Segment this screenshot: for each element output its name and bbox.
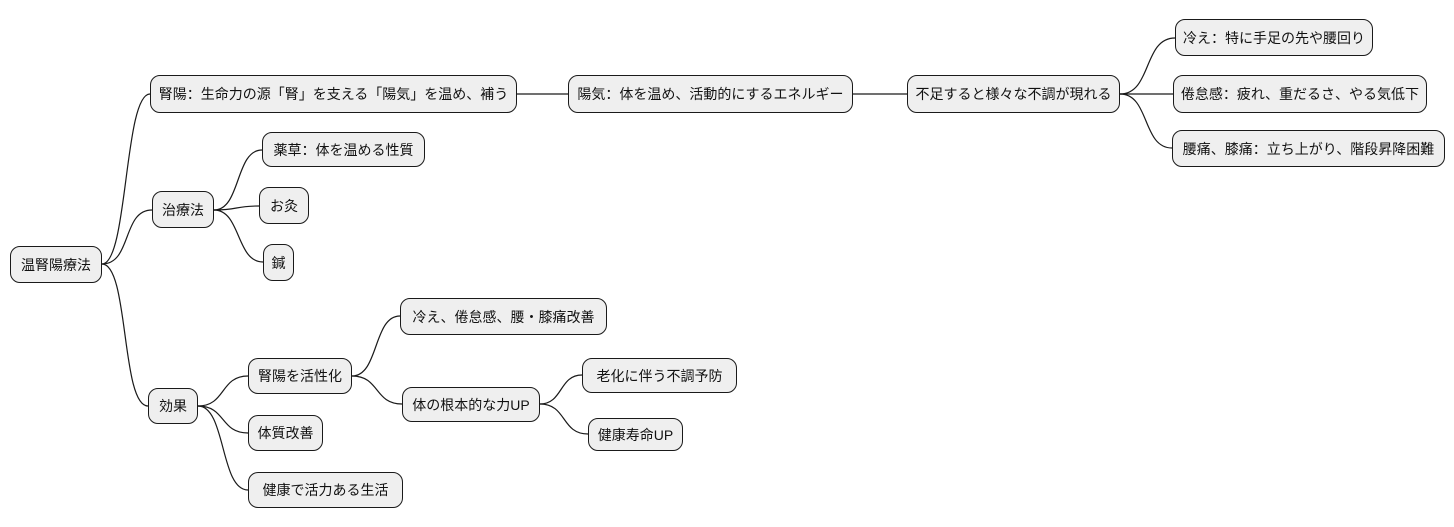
node-moxibustion[interactable]: お灸 [259,187,309,224]
node-effects[interactable]: 効果 [148,388,198,424]
connector-root-effects [101,263,149,407]
connector-treatment-acupuncture [213,209,264,263]
node-yang-energy[interactable]: 陽気：体を温め、活動的にするエネルギー [568,75,853,113]
node-fundamental-power[interactable]: 体の根本的な力UP [402,387,540,422]
connector-effects-activate [197,375,249,407]
connector-activate-fundamental [351,375,403,405]
connector-effects-healthy-life [197,405,249,491]
node-activate-kidney-yang[interactable]: 腎陽を活性化 [248,358,352,394]
node-deficiency[interactable]: 不足すると様々な不調が現れる [907,75,1120,113]
connector-root-definition [101,93,151,265]
node-symptom-improvement[interactable]: 冷え、倦怠感、腰・膝痛改善 [400,298,607,335]
connector-treatment-moxibustion [213,205,260,211]
connector-deficiency-cold [1119,37,1176,95]
node-treatment[interactable]: 治療法 [152,191,214,228]
node-symptom-pain[interactable]: 腰痛、膝痛：立ち上がり、階段昇降困難 [1172,130,1445,167]
node-aging-prevention[interactable]: 老化に伴う不調予防 [582,358,737,393]
node-healthy-lifespan[interactable]: 健康寿命UP [588,418,683,451]
connector-effects-constitution [197,405,249,434]
connector-deficiency-pain [1119,93,1173,149]
node-symptom-fatigue[interactable]: 倦怠感：疲れ、重だるさ、やる気低下 [1173,75,1427,113]
node-symptom-cold[interactable]: 冷え：特に手足の先や腰回り [1175,19,1373,56]
node-acupuncture[interactable]: 鍼 [263,244,294,281]
connector-root-treatment [101,209,153,265]
node-constitution-improvement[interactable]: 体質改善 [248,415,323,451]
node-healthy-life[interactable]: 健康で活力ある生活 [248,472,403,508]
connector-fundamental-aging [539,374,583,405]
node-root[interactable]: 温腎陽療法 [10,246,102,283]
connector-fundamental-lifespan [539,403,589,435]
connector-treatment-herb [213,149,263,211]
node-herb[interactable]: 薬草：体を温める性質 [262,132,425,167]
node-kidney-yang-definition[interactable]: 腎陽：生命力の源「腎」を支える「陽気」を温め、補う [150,75,517,113]
connector-activate-improvement [351,315,401,377]
